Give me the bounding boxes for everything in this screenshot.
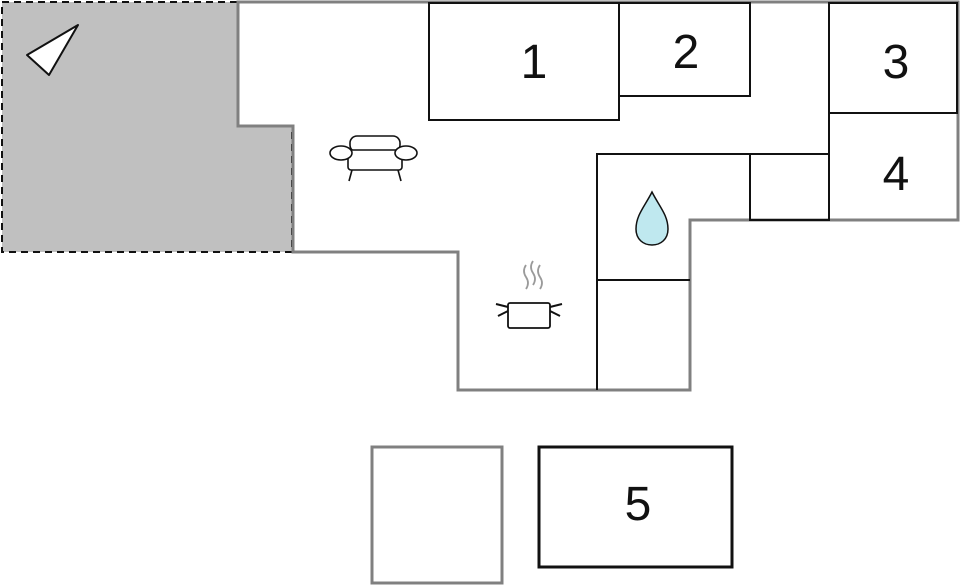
north-arrow-icon — [26, 24, 79, 76]
room-5-label: 5 — [625, 478, 652, 531]
room-4-label: 4 — [883, 148, 910, 201]
water-drop-icon — [635, 190, 669, 246]
room-3-label: 3 — [883, 36, 910, 89]
sofa-icon — [329, 135, 418, 182]
bathroom-walls — [596, 153, 750, 390]
room-2-label: 2 — [673, 26, 700, 79]
cooking-pot-icon — [495, 260, 563, 329]
room-5 — [537, 445, 734, 569]
shed — [370, 445, 504, 585]
room-3 — [828, 2, 958, 114]
closet — [749, 153, 830, 221]
room-2 — [618, 2, 751, 97]
room-1-label: 1 — [521, 36, 548, 89]
